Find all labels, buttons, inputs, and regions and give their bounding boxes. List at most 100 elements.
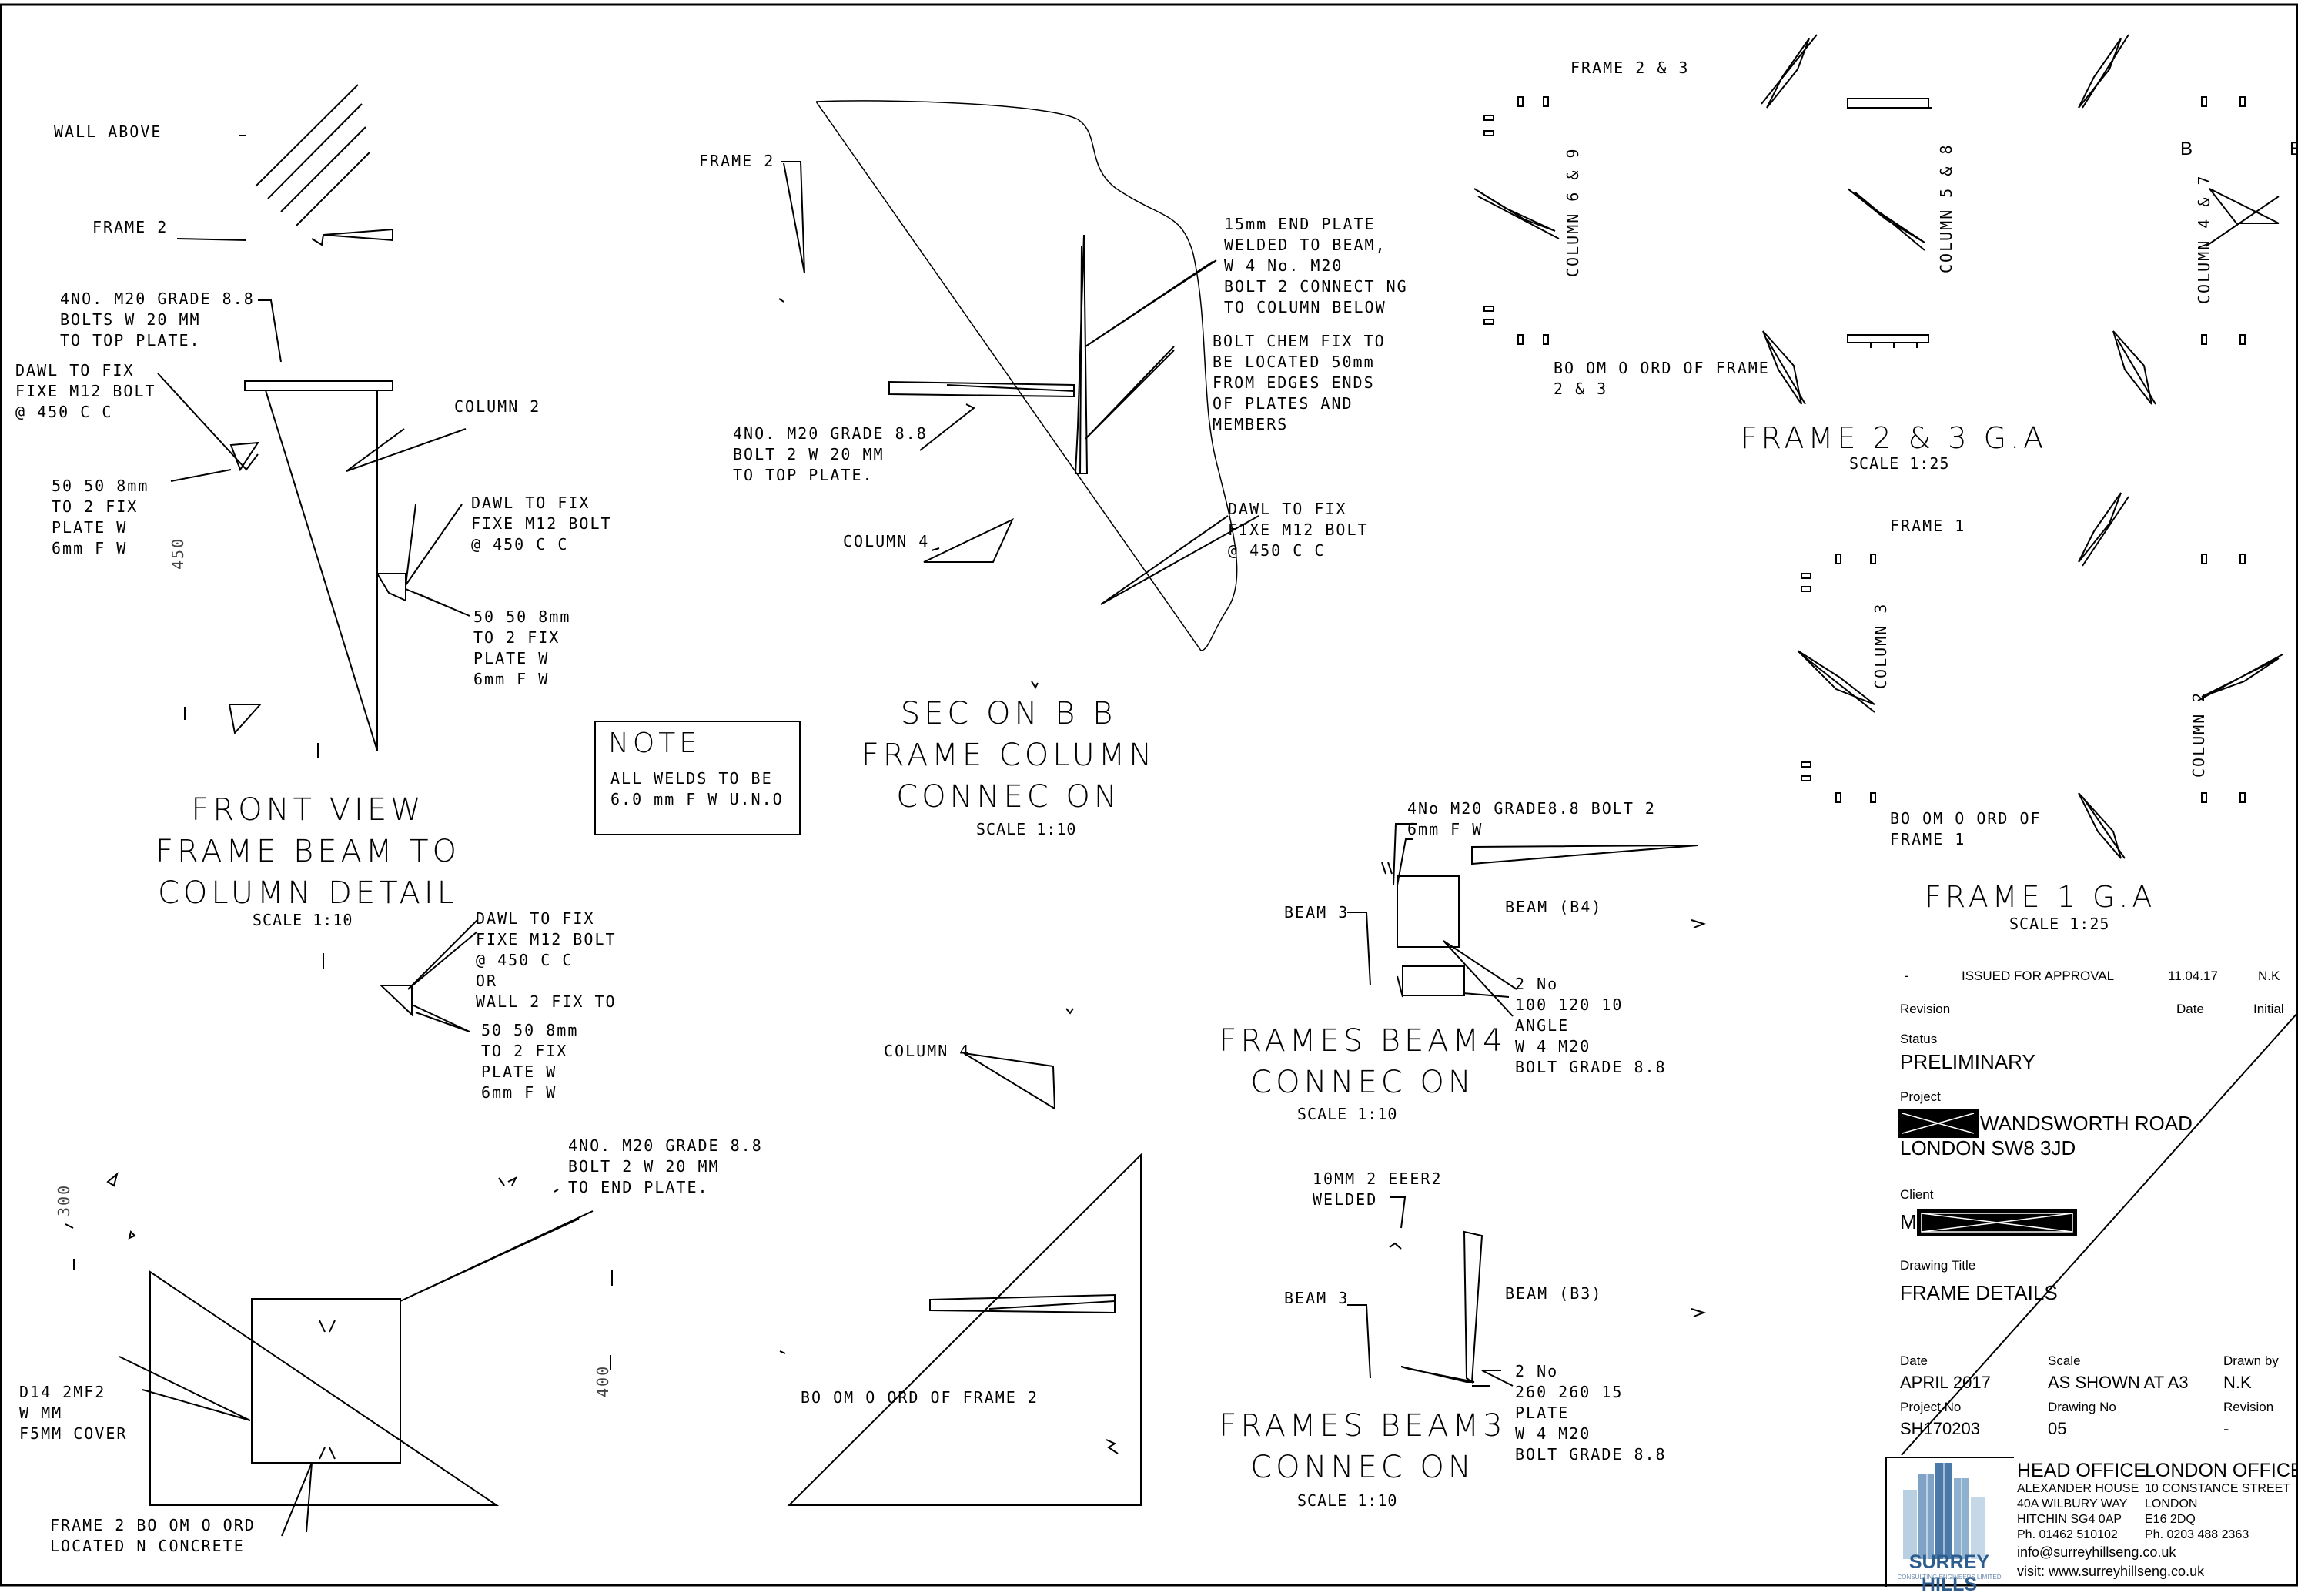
ga-note-frame-2-3: FRAME 2 & 3 (1570, 59, 1690, 77)
project-line-1: WANDSWORTH ROAD (1980, 1112, 2193, 1135)
date-label: Date (2176, 1002, 2204, 1016)
beam-a-note-beam-b4: BEAM (B4) (1505, 898, 1603, 916)
frame-2-3-title: FRAME 2 & 3 G.A (1740, 421, 2048, 455)
dim-450: 450 (169, 537, 187, 570)
ga-note-column-5-8: COLUMN 5 & 8 (1937, 143, 1955, 274)
bottom-left-linework (65, 1172, 613, 1537)
note-bolts-top-plate: 4NO. M20 GRADE 8.8 BOLTS W 20 MM TO TOP … (60, 289, 255, 350)
company-logo: SURREY HILLS CONSULTING ENGINEERS LIMITE… (1888, 1459, 2011, 1595)
head-office-address: ALEXANDER HOUSE 40A WILBURY WAY HITCHIN … (2017, 1482, 2139, 1541)
note-angle-2: 50 50 8mm TO 2 FIX PLATE W 6mm F W (473, 607, 571, 688)
london-office-title: LONDON OFFICE (2145, 1460, 2298, 1481)
note-wall-above: WALL ABOVE (54, 122, 162, 141)
ga-note-column-2: COLUMN 2 (2189, 691, 2208, 778)
status-label: Status (1900, 1032, 1938, 1046)
section-b-scale: SCALE 1:10 (976, 820, 1077, 838)
beam-b-note-beam-b3: BEAM (B3) (1505, 1284, 1603, 1303)
front-view-linework (157, 84, 478, 1032)
logo-subtitle: CONSULTING ENGINEERS LIMITED (1897, 1574, 2002, 1581)
section-b-title: SEC ON B B FRAME COLUMN CONNEC ON (861, 696, 1156, 815)
rev-row-initial: N.K (2258, 969, 2280, 983)
bl-note-bottom-chord: FRAME 2 BO OM O ORD LOCATED N CONCRETE (50, 1516, 256, 1555)
drawn-value: N.K (2223, 1373, 2252, 1392)
contact-website[interactable]: visit: www.surreyhillseng.co.uk (2017, 1564, 2205, 1579)
frame-2-3-linework (1473, 34, 2280, 405)
note-angle-3: 50 50 8mm TO 2 FIX PLATE W 6mm F W (481, 1021, 579, 1102)
rev-row-desc: ISSUED FOR APPROVAL (1962, 969, 2115, 983)
client-prefix: M (1900, 1210, 1917, 1233)
section-b-linework (778, 100, 1259, 651)
sec-note-chem-fix: BOLT CHEM FIX TO BE LOCATED 50mm FROM ED… (1213, 332, 1386, 433)
ga-note-column-6-9: COLUMN 6 & 9 (1564, 147, 1582, 278)
redaction-project (1898, 1109, 1979, 1138)
frame-1-scale: SCALE 1:25 (2009, 915, 2110, 933)
sec-note-end-plate: 15mm END PLATE WELDED TO BEAM, W 4 No. M… (1224, 215, 1408, 316)
note-column-2: COLUMN 2 (454, 397, 541, 416)
head-office-title: HEAD OFFICE (2017, 1460, 2147, 1481)
section-marker-b-left: B (2180, 139, 2193, 159)
beam-b-note-plate: 2 No 260 260 15 PLATE W 4 M20 BOLT GRADE… (1515, 1362, 1667, 1464)
ga-note-column-3: COLUMN 3 (1872, 602, 1890, 689)
note-box-body: ALL WELDS TO BE 6.0 mm F W U.N.O (610, 769, 784, 808)
bl-note-bolts: 4NO. M20 GRADE 8.8 BOLT 2 W 20 MM TO END… (568, 1136, 763, 1196)
beam-a-title: FRAMES BEAM4 CONNEC ON (1219, 1023, 1507, 1100)
revision-label: Revision (1900, 1002, 1951, 1016)
status-value: PRELIMINARY (1900, 1050, 2035, 1073)
scale-value: AS SHOWN AT A3 (2048, 1373, 2189, 1392)
note-frame-2: FRAME 2 (92, 218, 169, 236)
revision-value: - (2223, 1419, 2229, 1438)
note-dowel-fix-2: DAWL TO FIX FIXE M12 BOLT @ 450 C C (471, 494, 612, 554)
dim-400: 400 (594, 1364, 612, 1397)
note-dowel-fix-1: DAWL TO FIX FIXE M12 BOLT @ 450 C C (15, 361, 156, 421)
drawing-title-value: FRAME DETAILS (1900, 1281, 2058, 1304)
sec-note-bolts: 4NO. M20 GRADE 8.8 BOLT 2 W 20 MM TO TOP… (733, 424, 928, 484)
title-block-linework (1885, 1012, 2298, 1587)
rev-row-rev: - (1905, 969, 1909, 983)
frame-1-linework (1797, 492, 2283, 859)
rev-row-date: 11.04.17 (2168, 969, 2218, 983)
client-label: Client (1900, 1187, 1934, 1202)
drawn-header: Drawn by (2223, 1353, 2279, 1368)
project-label: Project (1900, 1089, 1941, 1104)
front-view-scale: SCALE 1:10 (253, 911, 353, 929)
sec-note-column-4: COLUMN 4 (843, 532, 930, 550)
contact-email[interactable]: info@surreyhillseng.co.uk (2017, 1544, 2176, 1560)
bm-note-bottom-chord: BO OM O ORD OF FRAME 2 (801, 1388, 1039, 1407)
beam-b-title: FRAMES BEAM3 CONNEC ON (1219, 1408, 1507, 1485)
initial-label: Initial (2253, 1002, 2284, 1016)
beam-b-note-beam-3: BEAM 3 (1284, 1289, 1350, 1307)
beam-connection-a-linework (1347, 823, 1707, 1017)
project-no-header: Project No (1900, 1400, 1962, 1414)
note-dowel-fix-3: DAWL TO FIX FIXE M12 BOLT @ 450 C C OR W… (476, 909, 617, 1011)
dim-300: 300 (55, 1183, 73, 1216)
date-header: Date (1900, 1353, 1928, 1368)
bl-note-bars: D14 2MF2 W MM F5MM COVER (19, 1383, 128, 1443)
revision-header: Revision (2223, 1400, 2274, 1414)
london-office-address: 10 CONSTANCE STREET LONDON E16 2DQ Ph. 0… (2145, 1482, 2291, 1541)
section-marker-b-right: B (2290, 139, 2298, 159)
ga-note-frame-1: FRAME 1 (1890, 517, 1966, 535)
redaction-client (1917, 1209, 2077, 1236)
sec-note-frame-2: FRAME 2 (699, 152, 775, 170)
ga-note-bottom-chord-2-3: BO OM O ORD OF FRAME 2 & 3 (1554, 359, 1770, 398)
logo-graphic (1903, 1463, 1985, 1559)
drawing-title-label: Drawing Title (1900, 1258, 1976, 1273)
frame-2-3-scale: SCALE 1:25 (1849, 454, 1950, 473)
front-view-title: FRONT VIEW FRAME BEAM TO COLUMN DETAIL (155, 792, 460, 911)
note-angle-1: 50 50 8mm TO 2 FIX PLATE W 6mm F W (52, 477, 149, 557)
beam-a-scale: SCALE 1:10 (1297, 1105, 1398, 1123)
bottom-mid-linework (779, 681, 1142, 1506)
date-value: APRIL 2017 (1900, 1373, 1991, 1392)
note-column-4-mid: COLUMN 4 (884, 1042, 971, 1060)
project-no-value: SH170203 (1900, 1419, 1980, 1438)
beam-a-note-bolts: 4No M20 GRADE8.8 BOLT 2 6mm F W (1407, 799, 1656, 838)
sec-note-dowel-fix: DAWL TO FIX FIXE M12 BOLT @ 450 C C (1228, 500, 1369, 560)
beam-b-scale: SCALE 1:10 (1297, 1491, 1398, 1510)
scale-header: Scale (2048, 1353, 2081, 1368)
project-line-2: LONDON SW8 3JD (1900, 1136, 2076, 1159)
frame-1-title: FRAME 1 G.A (1925, 880, 2156, 914)
ga-note-bottom-chord-1: BO OM O ORD OF FRAME 1 (1890, 809, 2042, 848)
note-box-frame (594, 721, 801, 835)
